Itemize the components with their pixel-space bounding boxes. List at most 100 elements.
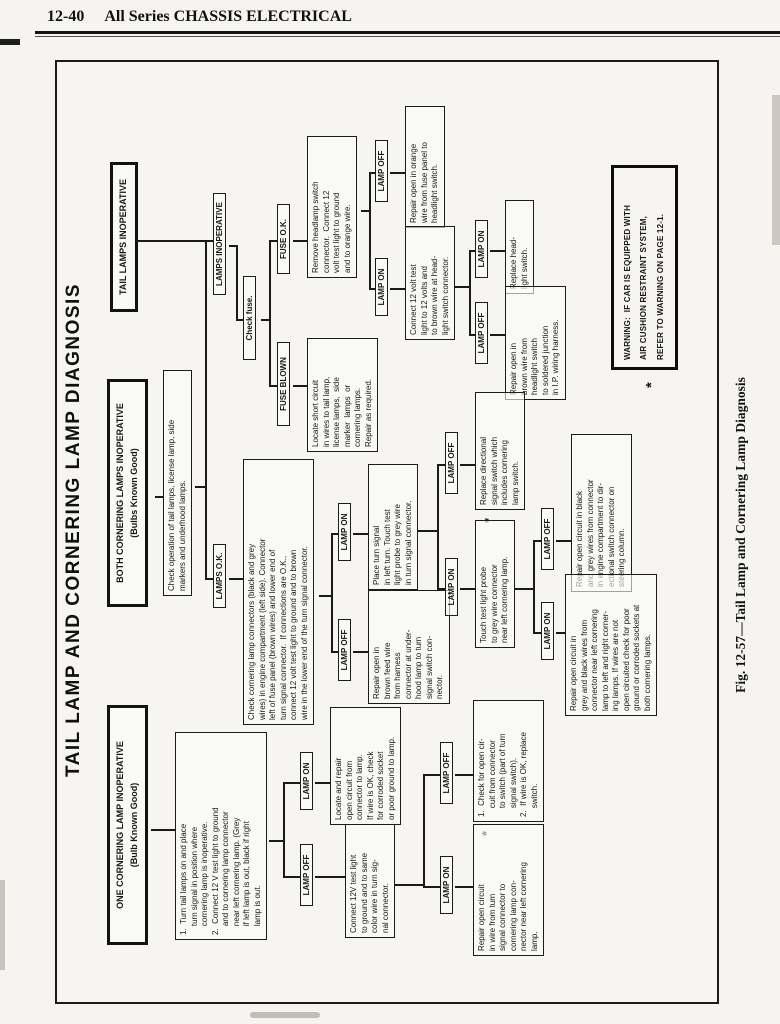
flow-box-repair-brown-feed-wire: Repair open in brown feed wire from harn…	[368, 590, 450, 704]
connector-line	[353, 533, 368, 535]
connector-line	[460, 464, 475, 466]
connector-line	[315, 782, 330, 784]
connector-line	[293, 240, 307, 242]
branch-label-lamp-off-b1: LAMP OFF	[338, 619, 351, 681]
flow-box-check-fuse: Check fuse.	[243, 276, 256, 360]
flow-box-repair-black-grey-wires: Repair open circuit in black and grey wi…	[571, 434, 632, 592]
connector-line	[236, 319, 243, 321]
connector-line	[205, 240, 207, 580]
connector-line	[418, 530, 437, 532]
connector-line	[315, 876, 345, 878]
flow-box-locate-short-circuit: Locate short circuit in wires to tail la…	[307, 338, 379, 452]
connector-line	[369, 172, 375, 174]
connector-line	[293, 385, 307, 387]
connector-line	[490, 334, 505, 336]
connector-line	[229, 578, 243, 580]
connector-line	[331, 533, 338, 535]
asterisk-warning: *	[643, 382, 660, 388]
flow-box-connect-same-color-wire: Connect 12V test light to ground and to …	[345, 824, 396, 938]
connector-line	[533, 540, 541, 542]
connector-line	[369, 288, 375, 290]
flow-box-repair-open-turn-signal-wire: Repair open circuit in wire from turn si…	[473, 824, 545, 956]
branch-label-lamp-on-b3: LAMP ON	[541, 602, 554, 660]
connector-line	[269, 385, 277, 387]
figure-caption: Fig. 12-57—Tail Lamp and Cornering Lamp …	[733, 377, 748, 693]
connector-line	[437, 588, 445, 590]
connector-line	[361, 210, 369, 212]
connector-line	[205, 578, 213, 580]
flow-box-repair-grey-black-wires: Repair open circuit in grey and black wi…	[565, 574, 658, 716]
connector-line	[515, 588, 533, 590]
page-section-title: All Series CHASSIS ELECTRICAL	[104, 8, 352, 25]
connector-line	[423, 886, 440, 888]
connector-line	[390, 172, 405, 174]
connector-line	[283, 782, 300, 784]
warning-air-cushion-restraint: WARNING: IF CAR IS EQUIPPED WITH AIR CUS…	[611, 165, 679, 370]
connector-line	[533, 632, 541, 634]
flow-box-check-cornering-connectors: Check cornering lamp connectors (black a…	[243, 459, 315, 725]
header-rule	[35, 31, 780, 34]
chart-title: TAIL LAMP AND CORNERING LAMP DIAGNOSIS	[63, 282, 84, 778]
flow-box-replace-directional-switch: Replace directional signal switch which …	[475, 392, 526, 510]
connector-line	[195, 486, 205, 488]
flow-box-remove-headlamp-switch: Remove headlamp switch connector. Connec…	[307, 136, 358, 278]
flow-box-check-operation: Check operation of tail lamps, license l…	[163, 370, 193, 596]
connector-line	[533, 540, 535, 634]
branch-label-lamp-on-c1: LAMP ON	[375, 258, 388, 316]
branch-label-lamp-off-b2: LAMP OFF	[445, 432, 458, 494]
flow-box-turn-tail-lamps-steps: 1. Turn tail lamps on and place turn sig…	[175, 732, 268, 940]
flow-box-repair-orange-wire: Repair open in orange wire from fuse pan…	[405, 106, 445, 228]
branch-label-lamps-ok: LAMPS O.K.	[213, 544, 226, 608]
connector-line	[331, 651, 338, 653]
connector-line	[390, 288, 405, 290]
flow-box-place-turn-signal: Place turn signal in left turn. Touch te…	[368, 464, 419, 590]
connector-line	[269, 240, 277, 242]
header-rule-shadow	[35, 36, 780, 37]
branch-label-lamp-on-a2: LAMP ON	[440, 856, 453, 914]
connector-line	[269, 840, 283, 842]
connector-line	[469, 250, 475, 252]
flow-box-touch-probe-grey-wire: Touch test light probe to grey wire conn…	[475, 520, 515, 648]
connector-line	[283, 876, 300, 878]
branch-label-lamp-off-b3: LAMP OFF	[541, 508, 554, 570]
scan-artifact	[772, 95, 780, 245]
connector-line	[455, 286, 469, 288]
connector-line	[460, 588, 475, 590]
branch-label-lamp-on-b2: LAMP ON	[445, 558, 458, 616]
branch-label-lamp-on-b1: LAMP ON	[338, 503, 351, 561]
flow-box-repair-brown-wire: Repair open in brown wire from headlight…	[505, 286, 566, 400]
connector-line	[229, 245, 236, 247]
connector-line	[269, 240, 271, 387]
connector-line	[437, 464, 445, 466]
branch-label-fuse-blown: FUSE BLOWN	[277, 342, 290, 426]
connector-line	[283, 782, 285, 878]
flow-box-check-open-circuit-switch: 1. Check for open cir- cuit from connect…	[473, 700, 545, 822]
connector-line	[155, 496, 163, 498]
connector-line	[353, 651, 368, 653]
flow-box-connect-test-light-brown-wire: Connect 12 volt test light to 12 volts a…	[405, 226, 456, 340]
branch-label-fuse-ok: FUSE O.K.	[277, 204, 290, 274]
branch-label-lamp-off-c2: LAMP OFF	[475, 302, 488, 364]
connector-line	[556, 632, 565, 634]
heading-tail-lamps-inoperative: TAIL LAMPS INOPERATIVE	[110, 162, 138, 312]
figure-area: TAIL LAMP AND CORNERING LAMP DIAGNOSIS O…	[55, 60, 715, 1000]
connector-line	[423, 774, 425, 888]
scan-artifact	[0, 880, 5, 970]
scan-artifact	[250, 1012, 320, 1018]
connector-line	[319, 595, 331, 597]
branch-label-lamp-off-a1: LAMP OFF	[300, 844, 313, 906]
connector-line	[136, 240, 213, 242]
heading-one-cornering-lamp-inoperative: ONE CORNERING LAMP INOPERATIVE (Bulb Kno…	[107, 705, 148, 945]
connector-line	[455, 886, 473, 888]
branch-label-lamp-off-a2: LAMP OFF	[440, 742, 453, 804]
connector-line	[437, 464, 439, 590]
connector-line	[490, 250, 505, 252]
connector-line	[369, 172, 371, 290]
page-header: 12-40 All Series CHASSIS ELECTRICAL	[47, 8, 352, 26]
branch-label-lamp-off-c1: LAMP OFF	[375, 140, 388, 202]
flow-box-replace-headlight-switch: Replace head- light switch.	[505, 200, 535, 294]
branch-label-lamp-on-a1: LAMP ON	[300, 752, 313, 810]
heading-both-cornering-lamps-inoperative: BOTH CORNERING LAMPS INOPERATIVE (Bulbs …	[107, 379, 148, 607]
flow-box-locate-and-repair-open: Locate and repair open circuit from conn…	[330, 707, 402, 825]
flowchart-canvas: TAIL LAMP AND CORNERING LAMP DIAGNOSIS O…	[55, 60, 715, 1000]
